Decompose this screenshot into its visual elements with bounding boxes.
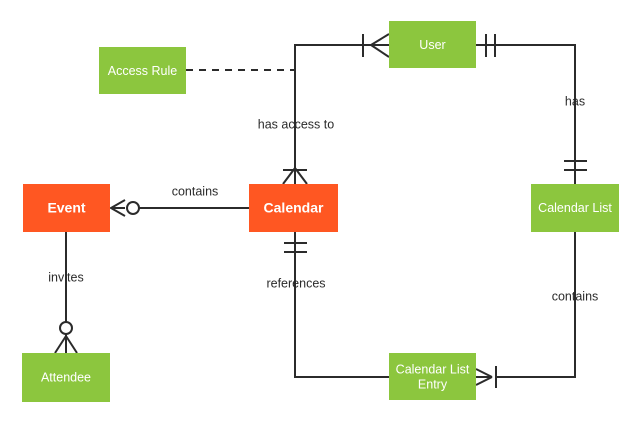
entity-attendee-rect[interactable]: [22, 353, 110, 402]
entity-calendar-label: Calendar: [264, 200, 324, 216]
relationship-labels-group: contains has access to invites reference…: [48, 94, 598, 303]
entity-calendar-rect[interactable]: [249, 184, 338, 232]
cardinality-group: [54, 33, 587, 388]
rel-label-contains-list-entry: contains: [552, 289, 599, 303]
entity-user-label: User: [419, 38, 445, 52]
entity-event[interactable]: Event: [23, 184, 110, 232]
rel-label-contains-event-calendar: contains: [172, 184, 219, 198]
entity-event-label: Event: [47, 200, 85, 216]
cardinality-event-zero-or-many: [108, 199, 140, 217]
edge-user-to-calendar: [294, 44, 389, 184]
cardinality-calendar-exactly-one: [284, 242, 307, 253]
entity-calendar-list-entry[interactable]: Calendar List Entry: [389, 353, 476, 400]
rel-label-has: has: [565, 94, 585, 108]
entity-calendar-list-label: Calendar List: [538, 201, 612, 215]
entity-access-rule[interactable]: Access Rule: [99, 47, 186, 94]
entity-access-rule-rect[interactable]: [99, 47, 186, 94]
entity-calendar-list-entry-label-line2: Entry: [418, 377, 448, 391]
entity-access-rule-label: Access Rule: [108, 64, 178, 78]
entity-attendee[interactable]: Attendee: [22, 353, 110, 402]
rel-label-has-access-to: has access to: [258, 117, 334, 131]
edge-calendar-list-to-list-entry: [496, 232, 576, 378]
entity-calendar-list-entry-label-line1: Calendar List: [396, 362, 470, 376]
entity-calendar[interactable]: Calendar: [249, 184, 338, 232]
entity-event-rect[interactable]: [23, 184, 110, 232]
cardinality-calendar-list-exactly-one: [564, 160, 587, 171]
edge-user-to-calendar-list: [476, 44, 576, 184]
rel-label-invites: invites: [48, 270, 83, 284]
entity-calendar-list-rect[interactable]: [531, 184, 619, 232]
cardinality-attendee-zero-or-many: [54, 321, 78, 354]
entity-calendar-list-entry-rect[interactable]: [389, 353, 476, 400]
entity-user[interactable]: User: [389, 21, 476, 68]
entity-calendar-list[interactable]: Calendar List: [531, 184, 619, 232]
cardinality-user-exactly-one: [485, 34, 496, 57]
edge-calendar-to-list-entry: [294, 232, 389, 378]
rel-label-references: references: [266, 276, 325, 290]
entities-group: Access Rule User Event Calendar Calendar…: [22, 21, 619, 402]
cardinality-user-one-and-many: [362, 33, 390, 58]
entity-user-rect[interactable]: [389, 21, 476, 68]
entity-attendee-label: Attendee: [41, 370, 91, 384]
cardinality-list-entry-one-or-many: [475, 366, 497, 388]
cardinality-calendar-one-or-many: [282, 167, 308, 185]
